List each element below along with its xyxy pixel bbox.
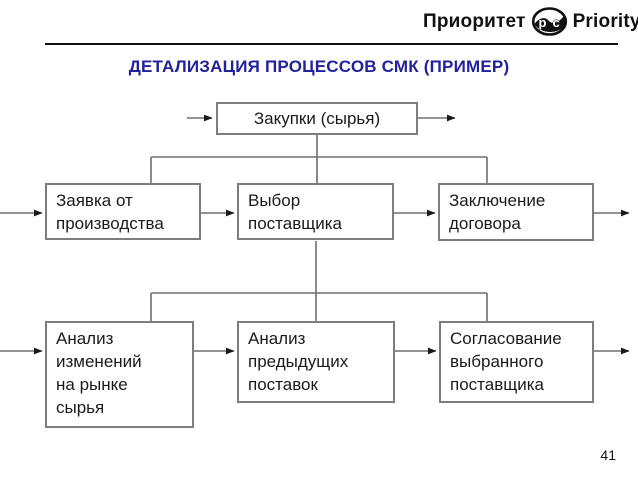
flow-box-selected-supplier-approval: Согласование выбранного поставщика	[439, 321, 594, 403]
svg-text:c: c	[552, 15, 559, 30]
flow-box-contract-conclusion: Заключение договора	[438, 183, 594, 241]
brand-name-ru: Приоритет	[423, 10, 526, 32]
flow-box-purchases: Закупки (сырья)	[216, 102, 418, 135]
flow-box-previous-deliveries-analysis: Анализ предыдущих поставок	[237, 321, 395, 403]
svg-text:p: p	[538, 15, 546, 30]
page-number: 41	[600, 447, 616, 463]
logo: Приоритет p c Priority	[423, 7, 638, 36]
header-divider	[45, 43, 618, 45]
brand-name-en: Priority	[572, 10, 638, 32]
flow-box-request-from-production: Заявка от производства	[45, 183, 201, 240]
slide-title: ДЕТАЛИЗАЦИЯ ПРОЦЕССОВ СМК (ПРИМЕР)	[128, 57, 510, 76]
pc-yin-yang-icon: p c	[531, 7, 568, 36]
flow-box-supplier-selection: Выбор поставщика	[237, 183, 394, 240]
flow-box-market-change-analysis: Анализ изменений на рынке сырья	[45, 321, 194, 428]
